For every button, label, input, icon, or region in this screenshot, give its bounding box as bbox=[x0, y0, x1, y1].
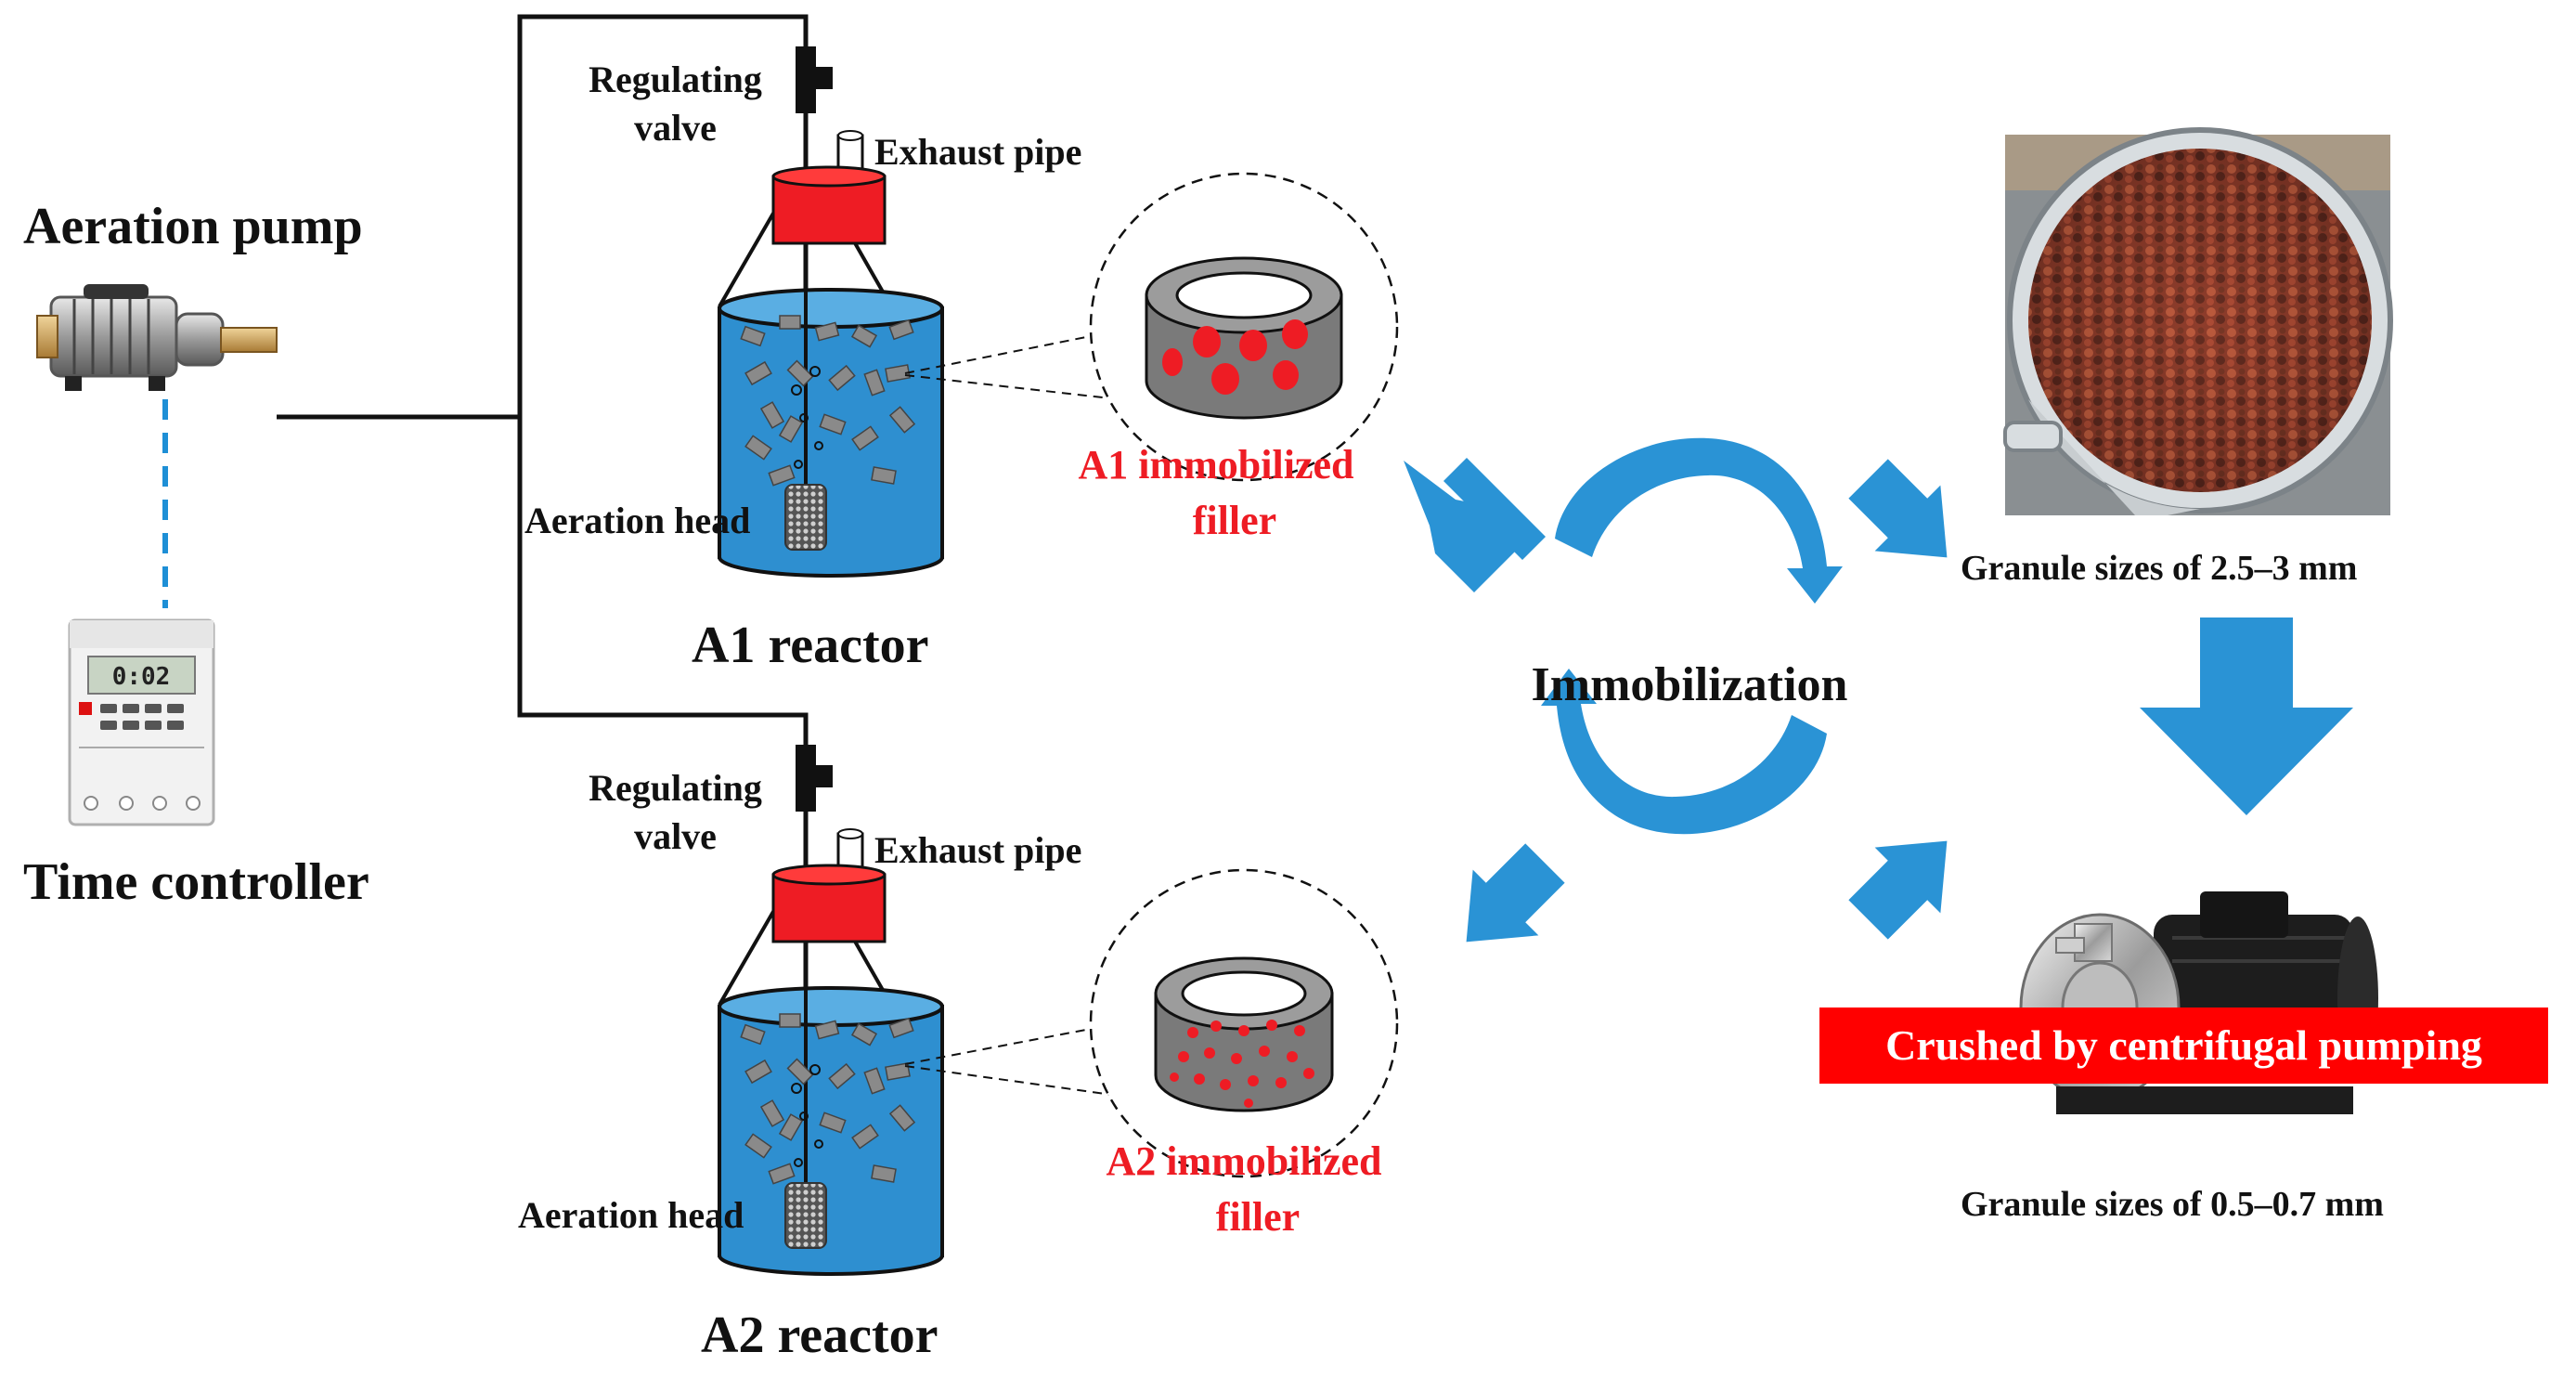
reactor-label-a2: A2 reactor bbox=[701, 1306, 938, 1364]
aeration-pump bbox=[36, 284, 278, 391]
exhaust-label-a2: Exhaust pipe bbox=[874, 829, 1082, 871]
granule-small-label: Granule sizes of 0.5–0.7 mm bbox=[1961, 1185, 2384, 1224]
aeration-head-label-a2: Aeration head bbox=[518, 1194, 744, 1236]
arrow-down-icon bbox=[2140, 618, 2353, 815]
reactor-label-a1: A1 reactor bbox=[692, 617, 929, 674]
granule-large-label: Granule sizes of 2.5–3 mm bbox=[1961, 549, 2358, 588]
filler-label-a2-line1: A2 immobilized bbox=[1106, 1138, 1382, 1184]
timer-display: 0:02 bbox=[112, 663, 171, 691]
time-controller-label: Time controller bbox=[23, 853, 369, 911]
immobilization-label: Immobilization bbox=[1531, 658, 1848, 711]
filler-zoom-a1 bbox=[904, 172, 1399, 482]
exhaust-label-a1: Exhaust pipe bbox=[874, 131, 1082, 173]
valve-label-a1-line1: Regulating bbox=[589, 58, 762, 100]
valve-label-a1-line2: valve bbox=[634, 107, 717, 149]
aeration-head-a1 bbox=[784, 484, 827, 551]
filler-zoom-a2 bbox=[904, 868, 1399, 1178]
regulating-valve-a2 bbox=[796, 745, 816, 812]
crush-banner: Crushed by centrifugal pumping bbox=[1819, 1008, 2548, 1084]
regulating-valve-a1 bbox=[796, 46, 816, 113]
aeration-head-a2 bbox=[784, 1182, 827, 1249]
valve-label-a2-line2: valve bbox=[634, 815, 717, 857]
aeration-pump-label: Aeration pump bbox=[23, 198, 363, 255]
valve-label-a2-line1: Regulating bbox=[589, 767, 762, 809]
flow-arrows bbox=[1404, 458, 2353, 942]
immobilization-cycle-arrows bbox=[1541, 437, 1843, 835]
time-controller bbox=[68, 618, 215, 826]
filler-label-a1-line2: filler bbox=[1192, 498, 1277, 543]
aeration-head-label-a1: Aeration head bbox=[524, 500, 751, 541]
red-lid-a1 bbox=[771, 175, 887, 245]
filler-label-a2-line2: filler bbox=[1215, 1194, 1301, 1240]
reactor-a2 bbox=[718, 745, 944, 1276]
filler-label-a1-line1: A1 immobilized bbox=[1078, 442, 1354, 488]
reactor-a1 bbox=[718, 46, 944, 578]
large-granules-photo bbox=[2003, 127, 2393, 515]
